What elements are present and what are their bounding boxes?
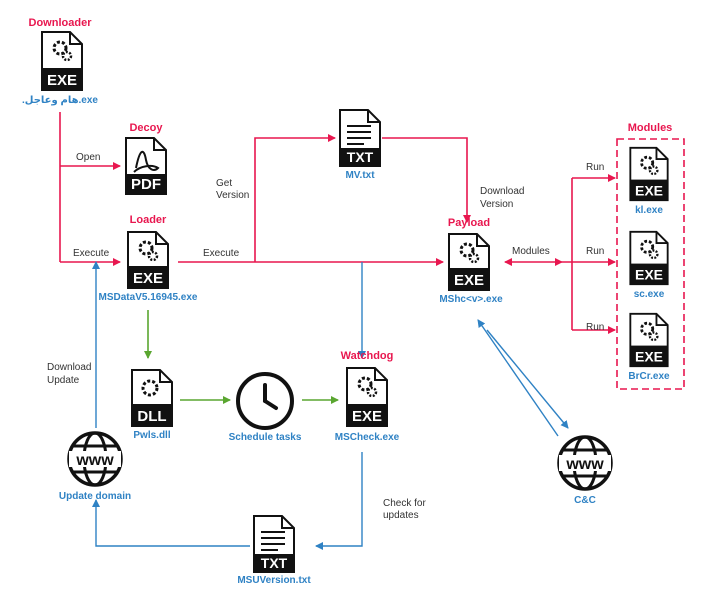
edge-label-download-version-1: Download (480, 186, 525, 197)
module-sc-filename: sc.exe (633, 289, 665, 300)
dll-icon-label: DLL (137, 408, 166, 425)
mv-filename: MV.txt (345, 170, 375, 181)
downloader-title: Downloader (28, 17, 92, 29)
edge-check-updates (315, 452, 363, 550)
pwls-filename: Pwls.dll (133, 430, 171, 441)
edge-label-modules: Modules (512, 246, 550, 257)
www-icon-label: www (565, 456, 604, 473)
msuversion-filename: MSUVersion.txt (237, 575, 311, 586)
loader-title: Loader (129, 214, 167, 226)
exe-icon-label: EXE (352, 408, 382, 425)
exe-icon-label: EXE (454, 272, 484, 289)
exe-icon-label: EXE (133, 270, 163, 287)
dll-file-icon: DLL (131, 369, 173, 427)
exe-file-icon: EXE (629, 230, 669, 286)
globe-www-icon: www (557, 435, 613, 491)
cnc-label: C&C (574, 495, 596, 506)
module-brcr-filename: BrCr.exe (628, 371, 670, 382)
edge-label-execute-mid: Execute (203, 248, 240, 259)
edge-label-run-3: Run (586, 322, 605, 333)
edge-label-open: Open (76, 152, 101, 163)
exe-file-icon: EXE (41, 31, 83, 91)
module-kl-filename: kl.exe (635, 205, 663, 216)
txt-file-icon: TXT (253, 515, 295, 573)
edge-label-run-1: Run (586, 162, 605, 173)
edge-label-execute-left: Execute (73, 248, 110, 259)
edge-payload-to-cnc (486, 329, 569, 429)
loader-filename: MSDataV5.16945.exe (98, 292, 198, 303)
modules-group-box (616, 138, 685, 390)
pdf-icon-label: PDF (131, 176, 161, 193)
watchdog-filename: MSCheck.exe (334, 432, 400, 443)
pdf-file-icon: PDF (125, 137, 167, 195)
edge-label-check-updates-1: Check for (383, 498, 426, 509)
watchdog-title: Watchdog (340, 350, 394, 362)
txt-file-icon: TXT (339, 109, 381, 167)
exe-file-icon: EXE (448, 233, 490, 291)
edge-download-version (382, 137, 471, 223)
edge-cnc-to-payload (477, 319, 559, 437)
edge-label-run-2: Run (586, 246, 605, 257)
edge-msuversion-to-update-domain (92, 499, 250, 547)
exe-file-icon: EXE (346, 367, 388, 427)
exe-icon-label: EXE (635, 348, 663, 364)
edge-label-download-update-1: Download (47, 362, 92, 373)
schedule-tasks-label: Schedule tasks (228, 432, 302, 443)
globe-www-icon: www (67, 431, 123, 487)
exe-file-icon: EXE (127, 231, 169, 289)
edge-label-check-updates-2: updates (383, 510, 419, 521)
exe-icon-label: EXE (47, 72, 77, 89)
edge-get-version (254, 134, 336, 262)
update-domain-label: Update domain (58, 491, 132, 502)
www-icon-label: www (75, 452, 114, 469)
payload-title: Payload (447, 217, 491, 229)
exe-file-icon: EXE (629, 146, 669, 202)
clock-icon (236, 372, 294, 430)
edge-label-download-update-2: Update (47, 375, 80, 386)
decoy-title: Decoy (129, 122, 163, 134)
edge-label-get-version-2: Version (216, 190, 250, 201)
downloader-filename: .هام وعاجل.exe (22, 95, 98, 106)
exe-file-icon: EXE (629, 312, 669, 368)
exe-icon-label: EXE (635, 182, 663, 198)
txt-icon-label: TXT (347, 149, 374, 165)
modules-title: Modules (627, 122, 673, 134)
edge-label-get-version-1: Get (216, 178, 233, 189)
txt-icon-label: TXT (261, 555, 288, 571)
edge-label-download-version-2: Version (480, 199, 514, 210)
payload-filename: MShc<v>.exe (439, 294, 503, 305)
exe-icon-label: EXE (635, 266, 663, 282)
